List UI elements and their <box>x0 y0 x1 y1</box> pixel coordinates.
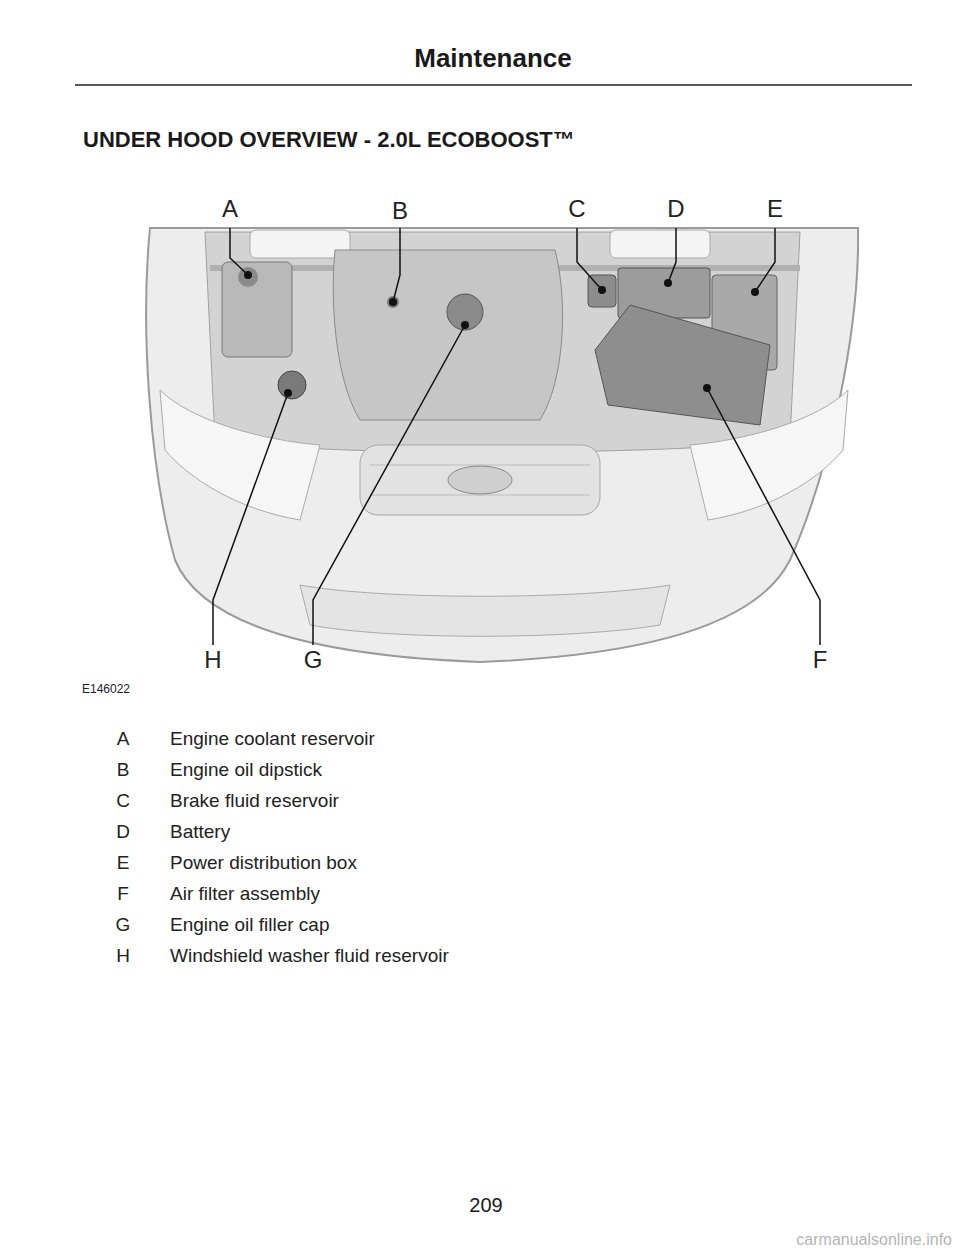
watermark: carmanualsonline.info <box>796 1231 952 1249</box>
header-rule <box>75 84 912 86</box>
key-letter: B <box>117 760 130 781</box>
callout-letter: D <box>667 196 684 222</box>
key-description: Engine coolant reservoir <box>170 729 375 750</box>
callout-letter: G <box>304 647 323 673</box>
key-description: Battery <box>170 822 230 843</box>
key-letter: G <box>116 915 131 936</box>
callout-letter: C <box>568 196 585 222</box>
running-header: Maintenance <box>414 44 572 73</box>
car-front <box>146 228 858 662</box>
key-letter: F <box>117 884 129 905</box>
key-description: Engine oil filler cap <box>170 915 329 936</box>
key-letter: D <box>116 822 130 843</box>
figure-id: E146022 <box>82 683 130 696</box>
key-description: Windshield washer fluid reservoir <box>170 946 449 967</box>
key-letter: C <box>116 791 130 812</box>
key-description: Air filter assembly <box>170 884 320 905</box>
key-letter: A <box>117 729 130 750</box>
section-title: UNDER HOOD OVERVIEW - 2.0L ECOBOOST™ <box>83 128 575 152</box>
leader-dots <box>244 271 759 397</box>
callout-letter: B <box>392 198 408 224</box>
key-letter: E <box>117 853 130 874</box>
callout-letter: H <box>204 647 221 673</box>
callout-letter: E <box>767 196 783 222</box>
callout-letter: A <box>222 196 238 222</box>
key-description: Power distribution box <box>170 853 357 874</box>
page-number: 209 <box>469 1194 502 1216</box>
key-description: Brake fluid reservoir <box>170 791 339 812</box>
callout-letter: F <box>813 647 828 673</box>
key-description: Engine oil dipstick <box>170 760 322 781</box>
leader-lines <box>213 228 820 645</box>
key-letter: H <box>116 946 130 967</box>
